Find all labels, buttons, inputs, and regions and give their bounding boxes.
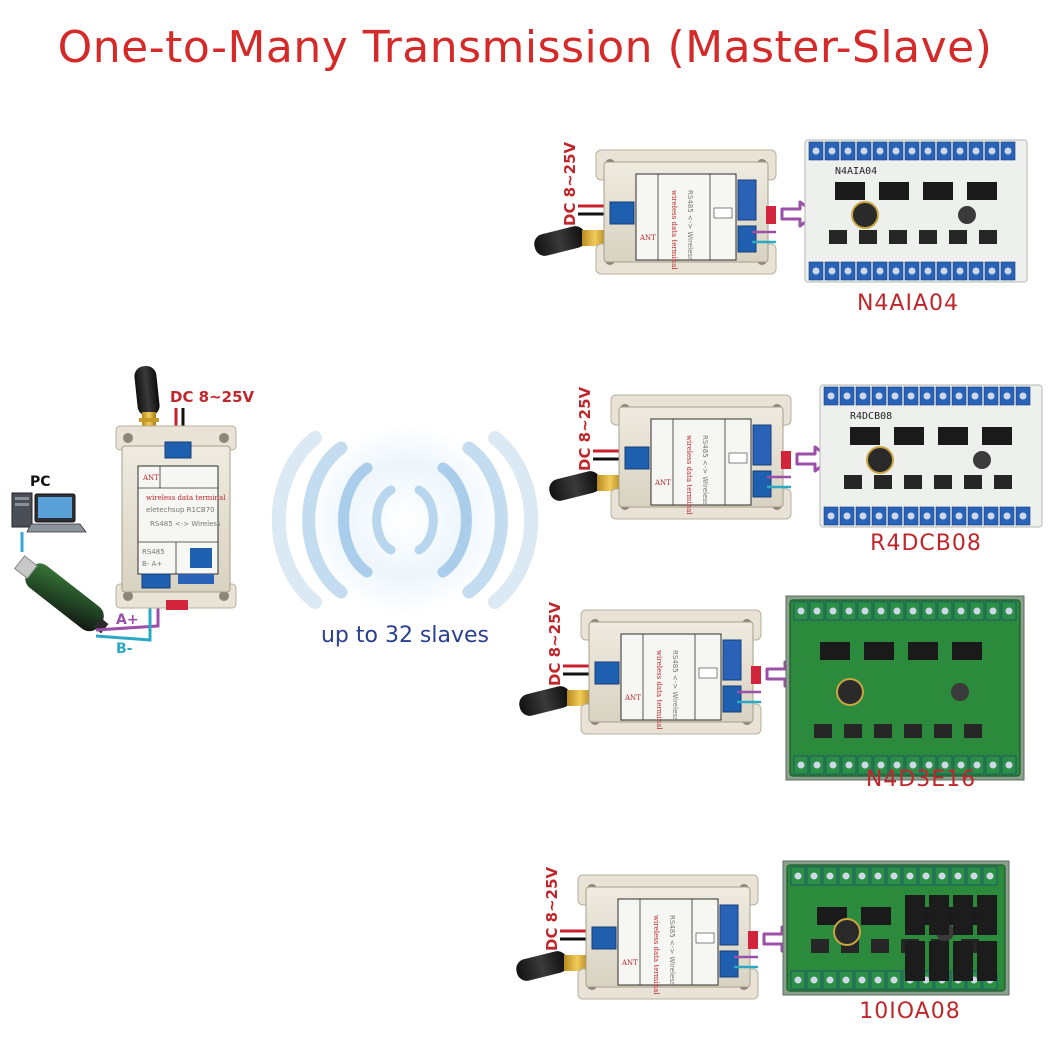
slave-transceiver: DC 8~25V wireless data terminal RS485 <-> … bbox=[549, 386, 792, 520]
svg-text:ANT: ANT bbox=[639, 234, 656, 242]
module-label: 10IOA08 bbox=[859, 999, 960, 1024]
slave-row: DC 8~25V wireless data terminal RS485 <-> … bbox=[549, 384, 1043, 556]
svg-text:ANT: ANT bbox=[654, 479, 671, 487]
slave-transceiver: DC 8~25V wireless data terminal RS485 <-> … bbox=[519, 601, 762, 735]
slave-row: DC 8~25V wireless data terminal RS485 <-> … bbox=[519, 595, 1025, 792]
svg-text:RS485 <-> Wireless: RS485 <-> Wireless bbox=[671, 650, 679, 721]
svg-text:RS485 <-> Wireless: RS485 <-> Wireless bbox=[701, 435, 709, 506]
svg-text:wireless data terminal: wireless data terminal bbox=[685, 435, 693, 515]
slave-module-board bbox=[782, 860, 1010, 996]
antenna-icon bbox=[519, 686, 593, 716]
pc-label: PC bbox=[30, 474, 51, 490]
slave-transceiver: DC 8~25V wireless data terminal RS485 <-> … bbox=[534, 141, 777, 275]
wire-b-label: B- bbox=[116, 641, 133, 657]
wireless-waves-icon bbox=[271, 425, 539, 615]
wire-a-label: A+ bbox=[116, 612, 139, 628]
svg-text:eletechsup R1CB70: eletechsup R1CB70 bbox=[146, 506, 215, 514]
slave-row: DC 8~25V wireless data terminal RS485 <-> … bbox=[516, 860, 1010, 1024]
module-label: N4D3E16 bbox=[866, 767, 976, 792]
board-silkscreen: R4DCB08 bbox=[850, 411, 892, 422]
antenna-icon bbox=[549, 471, 623, 501]
svg-text:wireless data terminal: wireless data terminal bbox=[652, 915, 660, 995]
svg-text:RS485 <-> Wireless: RS485 <-> Wireless bbox=[150, 520, 221, 528]
svg-text:wireless data terminal: wireless data terminal bbox=[670, 190, 678, 270]
svg-text:B- A+: B- A+ bbox=[142, 560, 162, 568]
svg-text:RS485 <-> Wireless: RS485 <-> Wireless bbox=[668, 915, 676, 986]
svg-text:ANT: ANT bbox=[624, 694, 641, 702]
svg-text:wireless data terminal: wireless data terminal bbox=[655, 650, 663, 730]
slave-row: DC 8~25V wireless data terminal RS485 <-> … bbox=[534, 139, 1028, 316]
slave-power-label: DC 8~25V bbox=[576, 386, 594, 471]
slave-module-board: R4DCB08 bbox=[819, 384, 1043, 528]
pc-icon bbox=[11, 492, 87, 533]
antenna-icon bbox=[534, 226, 608, 256]
slave-module-board: N4AIA04 bbox=[804, 139, 1028, 283]
slave-power-label: DC 8~25V bbox=[543, 866, 561, 951]
svg-text:RS485 <-> Wireless: RS485 <-> Wireless bbox=[686, 190, 694, 261]
module-label: R4DCB08 bbox=[870, 531, 982, 556]
svg-text:wireless data terminal: wireless data terminal bbox=[146, 494, 226, 502]
slave-transceiver: DC 8~25V wireless data terminal RS485 <-> … bbox=[516, 866, 759, 1000]
master-transceiver: PC A+ B- DC 8~25V bbox=[11, 365, 255, 657]
page-title: One-to-Many Transmission (Master-Slave) bbox=[57, 22, 993, 73]
module-label: N4AIA04 bbox=[857, 291, 959, 316]
master-power-label: DC 8~25V bbox=[170, 388, 255, 406]
board-silkscreen: N4AIA04 bbox=[835, 166, 877, 177]
svg-text:ANT: ANT bbox=[621, 959, 638, 967]
slave-module-board bbox=[785, 595, 1025, 781]
usb-adapter-icon bbox=[14, 555, 109, 634]
antenna-icon bbox=[134, 365, 160, 436]
svg-text:RS485: RS485 bbox=[142, 548, 165, 556]
slave-power-label: DC 8~25V bbox=[546, 601, 564, 686]
slaves-count-label: up to 32 slaves bbox=[321, 623, 489, 648]
slave-power-label: DC 8~25V bbox=[561, 141, 579, 226]
antenna-icon bbox=[516, 951, 590, 981]
svg-text:ANT: ANT bbox=[142, 474, 159, 482]
